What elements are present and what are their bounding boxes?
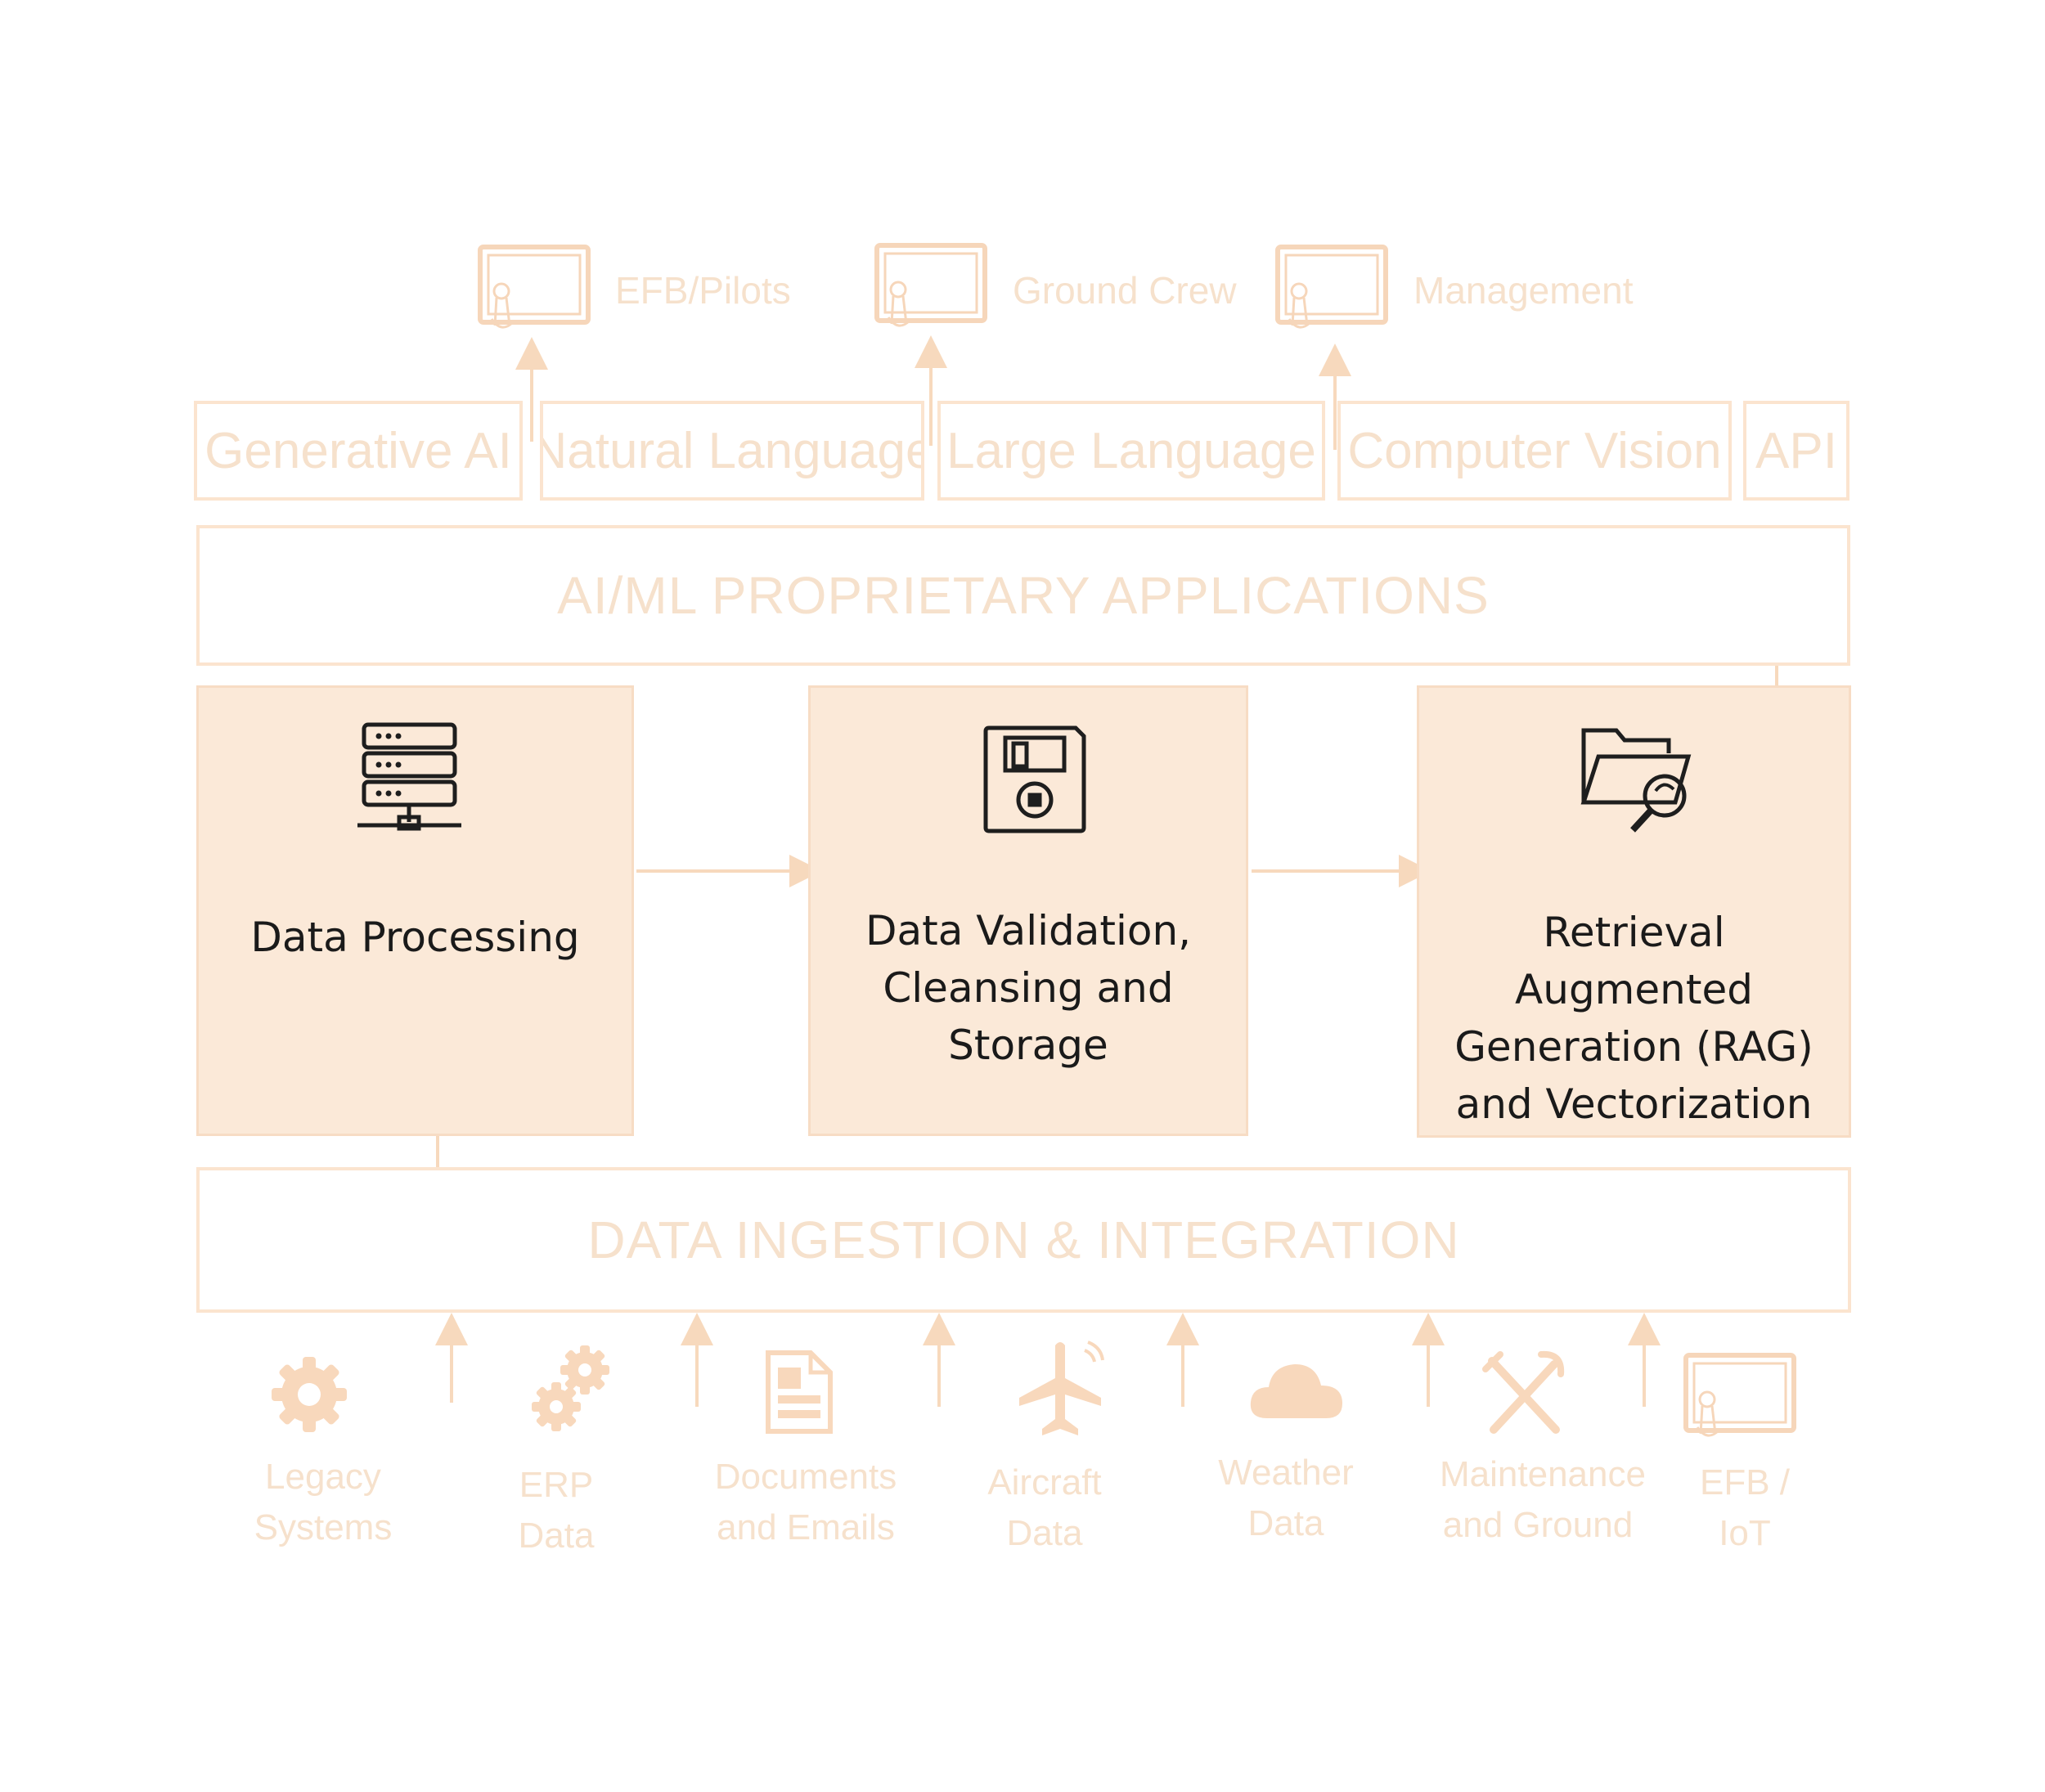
- tablet-touch-icon: [874, 243, 987, 327]
- capability-api: API: [1743, 401, 1849, 501]
- gears-icon: [532, 1345, 609, 1431]
- folder-search-icon: [1580, 728, 1692, 833]
- source-label-weather-data: Weather Data: [1218, 1453, 1354, 1543]
- tools-icon: [1482, 1350, 1565, 1434]
- stage-data-processing: Data Processing: [196, 685, 634, 1136]
- document-icon: [766, 1350, 833, 1434]
- source-label-maintenance-ground: Maintenance and Ground: [1440, 1454, 1646, 1545]
- stage-rag-vectorization: Retrieval Augmented Generation (RAG) and…: [1417, 685, 1851, 1138]
- cloud-icon: [1250, 1364, 1342, 1418]
- consumer-label-ground-crew: Ground Crew: [1013, 269, 1237, 312]
- source-label-aircraft-data: Aircraft Data: [987, 1462, 1102, 1553]
- consumer-efb-pilots: [477, 244, 591, 346]
- consumer-label-efb-pilots: EFB/Pilots: [615, 269, 791, 312]
- airplane-icon: [1019, 1341, 1104, 1435]
- capability-large-language: Large Language: [937, 401, 1325, 501]
- source-label-erp-data: ERP Data: [518, 1465, 595, 1556]
- consumer-ground-crew: [874, 242, 988, 344]
- stage-label: Data Processing: [250, 914, 580, 961]
- capability-generative-ai: Generative AI: [194, 401, 523, 501]
- stage-label: Retrieval Augmented Generation (RAG) and…: [1454, 909, 1814, 1128]
- capability-natural-language: Natural Language: [540, 401, 924, 501]
- consumer-management: [1274, 244, 1389, 346]
- tablet-touch-icon: [1683, 1353, 1796, 1437]
- source-label-documents-emails: Documents and Emails: [714, 1457, 897, 1547]
- capability-computer-vision: Computer Vision: [1337, 401, 1732, 501]
- server-rack-icon: [357, 722, 461, 831]
- tablet-touch-icon: [478, 245, 591, 329]
- stage-data-validation: Data Validation, Cleansing and Storage: [808, 685, 1248, 1136]
- source-label-efb-iot: EFB / IoT: [1699, 1462, 1791, 1553]
- ingestion-layer: DATA INGESTION & INTEGRATION: [196, 1167, 1851, 1313]
- source-label-legacy-systems: Legacy Systems: [254, 1457, 393, 1547]
- floppy-disk-icon: [983, 725, 1086, 833]
- tablet-touch-icon: [1275, 245, 1388, 329]
- gear-icon: [272, 1357, 347, 1432]
- applications-layer: AI/ML PROPRIETARY APPLICATIONS: [196, 525, 1850, 666]
- stage-label: Data Validation, Cleansing and Storage: [865, 907, 1192, 1069]
- consumer-label-management: Management: [1414, 269, 1634, 312]
